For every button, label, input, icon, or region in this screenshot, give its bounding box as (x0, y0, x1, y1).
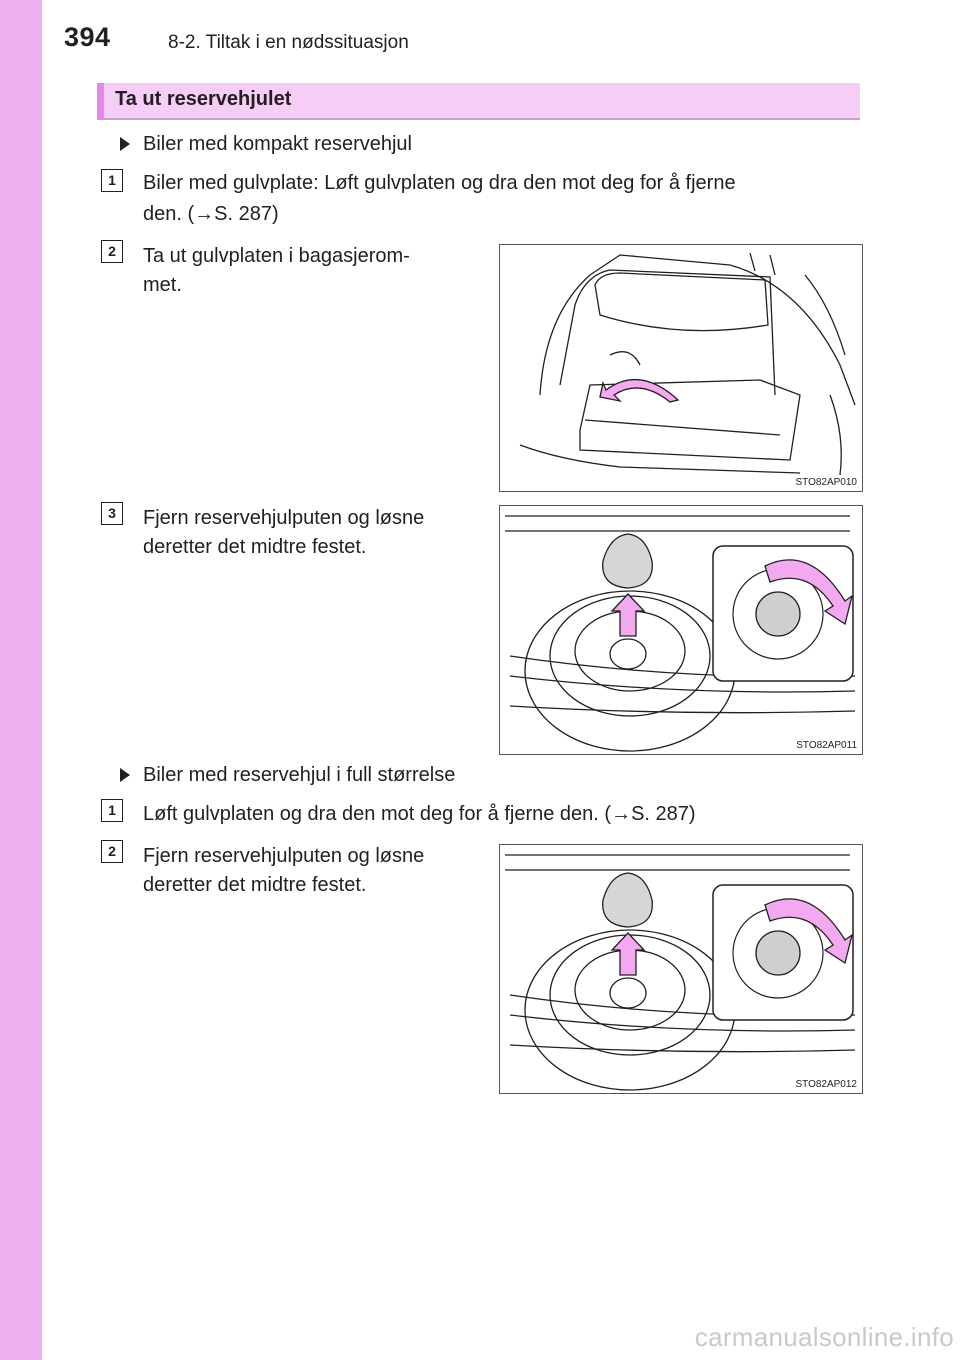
step-text: Fjern reservehjulputen og løsne (143, 845, 425, 867)
page-number: 394 (64, 22, 111, 52)
figure-code: STO82AP012 (795, 1079, 857, 1090)
step-number: 1 (101, 169, 123, 192)
section-title: 8-2. Tiltak i en nødssituasjon (168, 32, 409, 53)
watermark: carmanualsonline.info (694, 1322, 954, 1352)
step-number: 3 (101, 502, 123, 525)
figure-code: STO82AP010 (795, 477, 857, 488)
bullet-icon (120, 768, 130, 782)
chapter-sidebar (0, 0, 42, 1360)
spare-wheel-center-fastener-illustration (505, 515, 856, 752)
figure-spare-wheel-compact: STO82AP011 (499, 505, 863, 755)
step-text: met. (143, 274, 182, 296)
step-text: Biler med gulvplate: Løft gulvplaten og … (143, 172, 736, 194)
subheading-compact: Biler med kompakt reservehjul (143, 133, 412, 155)
step-text: Løft gulvplaten og dra den mot deg for å… (143, 803, 696, 825)
step-text: deretter det midtre festet. (143, 874, 367, 896)
step-text: den. (→S. 287) (143, 203, 279, 225)
subheading-fullsize: Biler med reservehjul i full størrelse (143, 764, 456, 786)
heading-accent-stripe (97, 83, 104, 120)
step-number: 2 (101, 240, 123, 263)
bullet-icon (120, 137, 130, 151)
step-number: 1 (101, 799, 123, 822)
step-text: Ta ut gulvplaten i bagasjerom- (143, 245, 410, 267)
figure-trunk-floor: STO82AP010 (499, 244, 863, 492)
figure-spare-wheel-fullsize: STO82AP012 (499, 844, 863, 1094)
spare-wheel-center-fastener-illustration (505, 854, 856, 1091)
step-text: Fjern reservehjulputen og løsne (143, 507, 425, 529)
step-number: 2 (101, 840, 123, 863)
section-heading: Ta ut reservehjulet (115, 88, 292, 110)
step-text: deretter det midtre festet. (143, 536, 367, 558)
figure-code: STO82AP011 (796, 740, 857, 751)
trunk-floor-board-illustration (519, 252, 856, 476)
section-heading-bar: Ta ut reservehjulet (97, 83, 860, 120)
